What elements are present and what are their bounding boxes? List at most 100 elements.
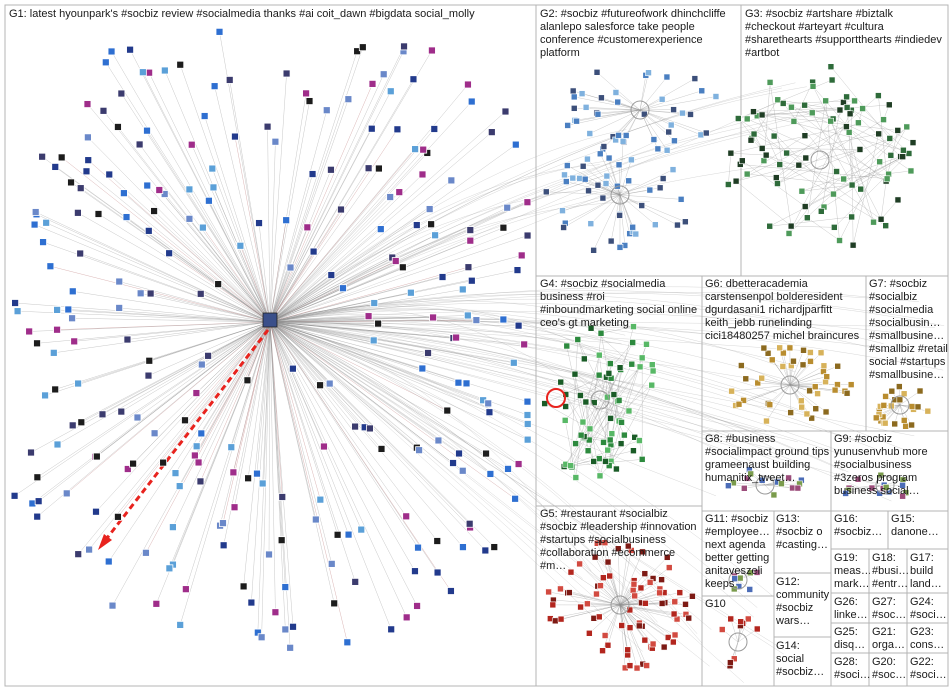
node-g4-24 [564, 343, 570, 349]
node-g2a-12 [616, 132, 622, 138]
node-g1-161 [468, 277, 475, 284]
node-g1-234 [219, 520, 226, 527]
edge-hub-236 [78, 213, 270, 322]
node-g2b-5 [586, 188, 592, 194]
node-g1-160 [524, 420, 531, 427]
node-g1-32 [320, 443, 327, 450]
node-g1-181 [432, 232, 439, 239]
node-g1-169 [65, 306, 72, 313]
node-g5-73 [634, 665, 640, 671]
node-g4-34 [650, 368, 656, 374]
node-g6-25 [759, 375, 765, 381]
node-g1-251 [169, 524, 176, 531]
node-g2b-41 [591, 247, 597, 253]
node-g1-208 [352, 423, 359, 430]
node-g1-236 [74, 209, 81, 216]
node-g2a-20 [666, 129, 672, 135]
node-g1-190 [102, 59, 109, 66]
edge-g6-37 [790, 366, 824, 385]
node-g1-196 [93, 508, 100, 515]
edge-hub-205 [270, 322, 494, 547]
node-g2a-9 [565, 122, 571, 128]
node-g4-9 [601, 439, 607, 445]
node-g1-29 [40, 239, 47, 246]
node-g1-180 [338, 206, 345, 213]
node-g1-245 [35, 498, 42, 505]
group-label-g19-text: G19: meas… mark… [834, 552, 870, 591]
node-g2a-14 [594, 69, 600, 75]
node-g5-27 [671, 611, 677, 617]
group-label-g17-text: G17: build land… [910, 552, 948, 591]
node-g1-221 [467, 237, 474, 244]
edge-hub-192 [270, 322, 419, 450]
node-g2b-42 [630, 224, 636, 230]
node-g5-37 [672, 599, 678, 605]
node-g1-213 [32, 209, 39, 216]
edge-hub-209 [54, 322, 270, 353]
node-g1-135 [182, 417, 189, 424]
node-g1-56 [12, 299, 19, 306]
node-g3-65 [895, 197, 901, 203]
node-g6-35 [800, 362, 806, 368]
node-g6-38 [790, 358, 796, 364]
node-g2a-18 [655, 146, 661, 152]
node-g1-85 [201, 113, 208, 120]
group-label-g1: G1: latest hyounpark's #socbiz review #s… [9, 8, 529, 24]
node-g3-44 [796, 162, 802, 168]
edge-g3-33 [831, 67, 890, 139]
node-g1-10 [84, 134, 91, 141]
node-g6-41 [844, 390, 850, 396]
node-g1-66 [387, 194, 394, 201]
edge-hub-268 [270, 169, 379, 322]
node-g2b-0 [678, 196, 684, 202]
node-g1-147 [34, 513, 41, 520]
node-g1-76 [510, 359, 517, 366]
node-g5-64 [644, 663, 650, 669]
node-g1-42 [450, 460, 457, 467]
node-g1-200 [524, 199, 531, 206]
node-g2a-37 [579, 91, 585, 97]
node-g1-153 [199, 224, 206, 231]
edge-hub-186 [270, 192, 399, 322]
edge-hub-170 [270, 322, 338, 535]
node-g3-23 [733, 178, 739, 184]
node-g1-235 [515, 461, 522, 468]
edge-hub-147 [37, 322, 270, 517]
group-label-g24: G24: #soci… [910, 596, 948, 626]
node-g7-9 [909, 404, 915, 410]
node-g1-33 [365, 165, 372, 172]
node-g1-228 [518, 252, 525, 259]
node-g4-14 [613, 466, 619, 472]
node-g1-155 [105, 558, 112, 565]
node-g3-52 [881, 117, 887, 123]
node-g1-19 [100, 107, 107, 114]
node-g3-83 [739, 158, 745, 164]
node-g1-162 [47, 263, 54, 270]
edge-g3-88 [807, 101, 825, 218]
node-g2b-4 [628, 157, 634, 163]
node-g1-210 [309, 171, 316, 178]
node-g5-54 [670, 639, 676, 645]
node-g1-268 [375, 165, 382, 172]
node-g1-191 [146, 357, 153, 364]
group-label-g4-text: G4: #socbiz #socialmedia business #roi #… [540, 278, 700, 330]
group-label-g14-text: G14: social #socbiz… [776, 640, 830, 679]
node-g5-53 [636, 623, 642, 629]
node-g4-10 [626, 408, 632, 414]
node-g7-17 [892, 421, 898, 427]
node-g1-202 [75, 380, 82, 387]
node-g3-47 [750, 109, 756, 115]
node-g4-41 [581, 356, 587, 362]
group-label-g17: G17: build land… [910, 552, 948, 594]
node-g2b-43 [633, 231, 639, 237]
node-g5-59 [683, 601, 689, 607]
node-g4-30 [607, 361, 613, 367]
node-g1-73 [116, 278, 123, 285]
node-g3-35 [878, 216, 884, 222]
node-g1-185 [459, 467, 466, 474]
node-g1-159 [327, 166, 334, 173]
node-g1-49 [410, 76, 417, 83]
node-g2b-27 [563, 179, 569, 185]
node-g1-13 [193, 443, 200, 450]
group-label-g15-text: G15: danone… [891, 513, 947, 539]
